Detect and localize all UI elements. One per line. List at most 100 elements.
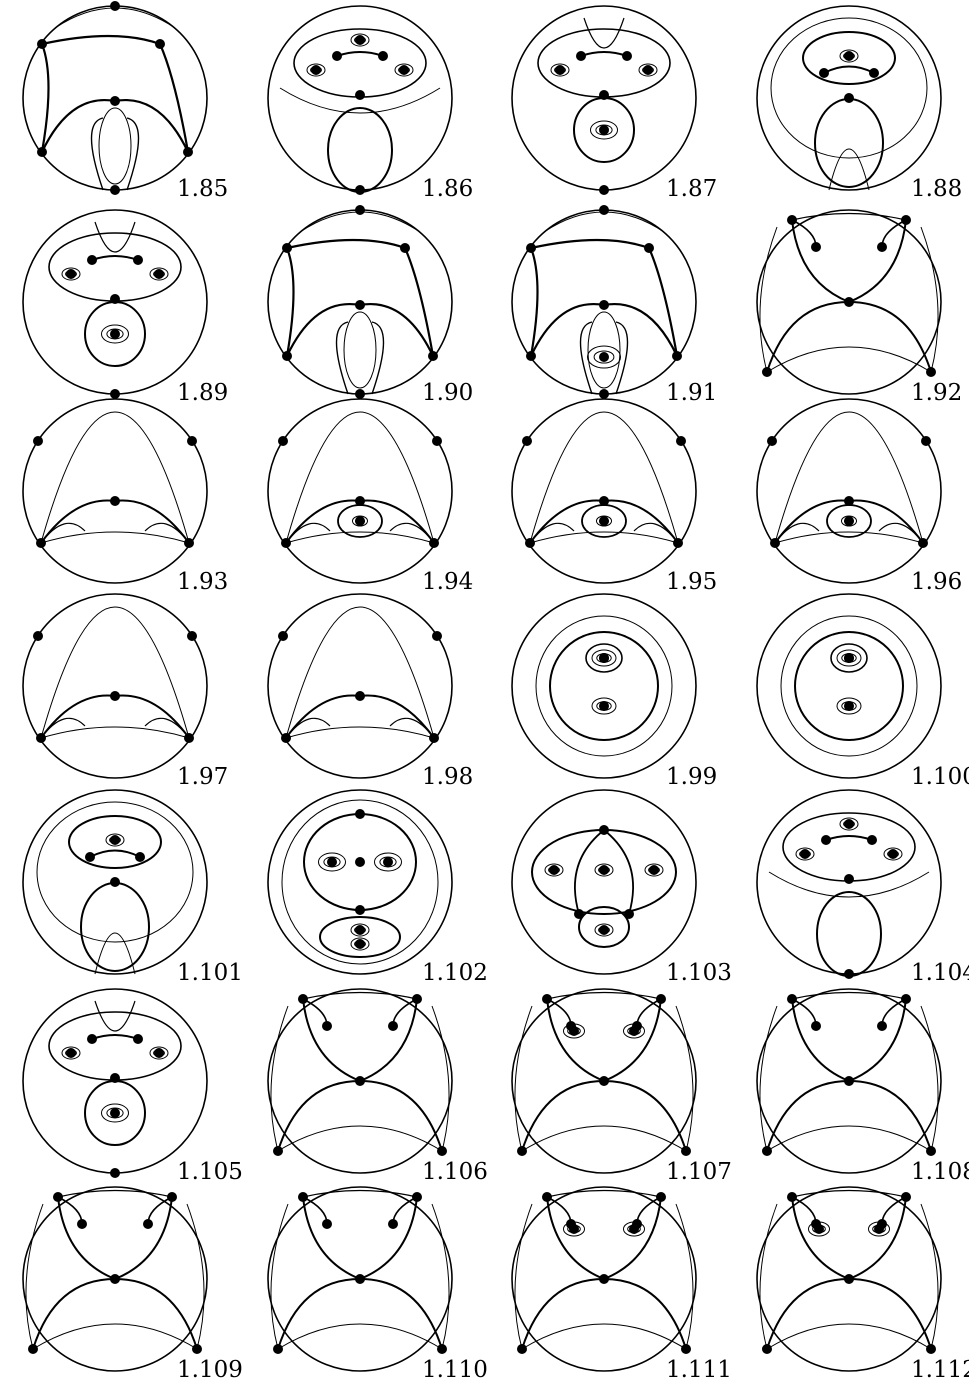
singular-point	[187, 631, 197, 641]
portrait-label: 1.103	[666, 960, 732, 986]
singular-point	[844, 874, 854, 884]
singular-point	[569, 1224, 579, 1234]
phase-portrait: 1.92	[757, 210, 962, 406]
separatrix-curve	[287, 240, 405, 248]
poincare-disk-boundary	[268, 399, 452, 583]
separatrix-curve	[604, 1197, 661, 1279]
closed-orbit	[81, 883, 149, 971]
closed-orbit	[817, 892, 881, 976]
singular-point	[355, 925, 365, 935]
singular-point	[599, 389, 609, 399]
portrait-label: 1.106	[422, 1159, 488, 1185]
singular-point	[311, 65, 321, 75]
separatrix-curve	[826, 836, 872, 840]
portrait-label: 1.105	[177, 1159, 243, 1185]
separatrix-curve	[278, 1324, 442, 1349]
separatrix-curve	[287, 248, 294, 356]
closed-orbit	[536, 616, 672, 756]
phase-portrait: 1.96	[757, 399, 962, 595]
phase-portrait: 1.90	[268, 205, 473, 406]
singular-point	[278, 436, 288, 446]
separatrix-curve	[604, 999, 661, 1081]
portrait-label: 1.98	[422, 764, 473, 790]
portrait-label: 1.102	[422, 960, 488, 986]
closed-orbit	[49, 233, 181, 301]
portrait-label: 1.91	[666, 380, 717, 406]
separatrix-curve	[849, 999, 906, 1081]
separatrix-curve	[792, 1197, 849, 1279]
singular-point	[844, 51, 854, 61]
separatrix-curve	[581, 52, 627, 56]
singular-point	[874, 1224, 884, 1234]
separatrix-curve	[849, 220, 906, 302]
portrait-label: 1.97	[177, 764, 228, 790]
phase-portrait: 1.111	[512, 1187, 732, 1383]
separatrix-curve	[33, 1324, 197, 1349]
phase-portrait: 1.89	[23, 210, 228, 406]
phase-portrait: 1.101	[23, 790, 243, 986]
singular-point	[432, 436, 442, 446]
separatrix-curve	[115, 100, 188, 152]
singular-point	[355, 516, 365, 526]
poincare-disk-boundary	[268, 594, 452, 778]
singular-point	[599, 865, 609, 875]
singular-point	[522, 436, 532, 446]
singular-point	[599, 701, 609, 711]
separatrix-curve	[286, 727, 434, 738]
separatrix-curve	[767, 347, 931, 372]
closed-orbit	[795, 632, 903, 740]
portrait-label: 1.92	[911, 380, 962, 406]
separatrix-curve	[278, 1126, 442, 1151]
singular-point	[355, 35, 365, 45]
separatrix-curve	[584, 18, 624, 48]
singular-point	[599, 516, 609, 526]
closed-orbit	[771, 18, 927, 158]
separatrix-curve	[405, 248, 433, 356]
separatrix-curve	[522, 1126, 686, 1151]
portrait-label: 1.93	[177, 569, 228, 595]
separatrix-curve	[42, 100, 115, 152]
portrait-label: 1.85	[177, 176, 228, 202]
singular-point	[355, 905, 365, 915]
singular-point	[432, 631, 442, 641]
phase-portrait: 1.95	[512, 399, 717, 595]
separatrix-curve	[767, 1126, 931, 1151]
singular-point	[110, 835, 120, 845]
phase-portrait: 1.99	[512, 594, 717, 790]
phase-portrait: 1.100	[757, 594, 969, 790]
singular-point	[383, 857, 393, 867]
separatrix-curve	[287, 304, 360, 356]
phase-portrait: 1.108	[757, 989, 969, 1185]
poincare-disk-boundary	[757, 399, 941, 583]
singular-point	[569, 1026, 579, 1036]
singular-point	[355, 185, 365, 195]
separatrix-curve	[531, 240, 649, 248]
singular-point	[187, 436, 197, 446]
singular-point	[154, 269, 164, 279]
separatrix-curve	[337, 322, 349, 394]
singular-point	[355, 205, 365, 215]
poincare-disk-boundary	[512, 594, 696, 778]
singular-point	[599, 653, 609, 663]
separatrix-curve	[95, 222, 135, 252]
singular-point	[355, 809, 365, 819]
poincare-disk-boundary	[512, 399, 696, 583]
closed-orbit	[37, 802, 193, 942]
singular-point	[888, 849, 898, 859]
phase-portrait: 1.94	[268, 399, 473, 595]
singular-point	[649, 865, 659, 875]
separatrix-curve	[127, 118, 139, 190]
separatrix-curve	[547, 1197, 604, 1279]
singular-point	[66, 269, 76, 279]
singular-point	[844, 969, 854, 979]
separatrix-curve	[95, 1001, 135, 1031]
singular-point	[629, 1026, 639, 1036]
singular-point	[599, 352, 609, 362]
poincare-disk-boundary	[23, 399, 207, 583]
separatrix-curve	[360, 1197, 417, 1279]
separatrix-curve	[824, 67, 874, 74]
portrait-label: 1.86	[422, 176, 473, 202]
singular-point	[814, 1224, 824, 1234]
singular-point	[110, 329, 120, 339]
portrait-label: 1.109	[177, 1357, 243, 1383]
